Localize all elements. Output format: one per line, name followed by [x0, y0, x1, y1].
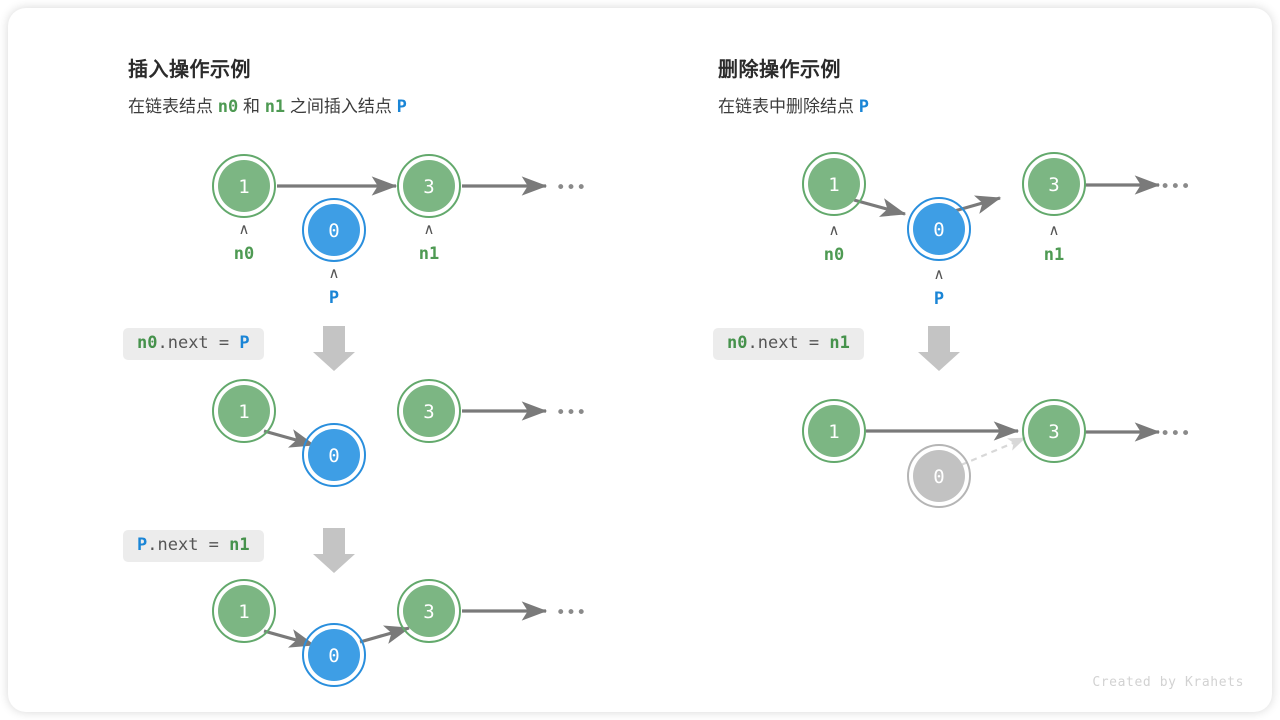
node-p-row2: 0	[302, 423, 366, 487]
panel-insert-title: 插入操作示例	[128, 59, 251, 81]
node-value: 0	[933, 466, 944, 488]
node-value: 0	[328, 220, 339, 242]
subtitle-token-p: P	[858, 97, 869, 117]
code-step-insert-1: n0.next = P	[123, 328, 264, 360]
node-n1-row2: 3	[1022, 399, 1086, 463]
down-arrow-delete-1	[918, 326, 960, 371]
node-value: 1	[828, 174, 839, 196]
ellipsis-row2: •••	[1160, 424, 1191, 444]
code-token-n1: n1	[229, 535, 250, 555]
pointer-label-p-row1: P	[329, 288, 339, 308]
diagram-card: 插入操作示例 在链表结点 n0 和 n1 之间插入结点 P n0.next = …	[8, 8, 1272, 712]
node-value: 1	[828, 421, 839, 443]
subtitle-text-2: 和	[242, 97, 260, 116]
subtitle-token-p: P	[396, 97, 407, 117]
node-value: 0	[933, 219, 944, 241]
code-token-next-eq: .next =	[747, 333, 830, 353]
node-value: 1	[238, 176, 249, 198]
pointer-label-n0-row1: n0	[824, 245, 844, 265]
subtitle-text-3: 之间插入结点	[289, 97, 392, 116]
node-value: 3	[1048, 421, 1059, 443]
ellipsis-row3: •••	[556, 603, 587, 623]
pointer-label-n1-row1: n1	[419, 244, 439, 264]
node-n0-row3: 1	[212, 579, 276, 643]
subtitle-text-1: 在链表中删除结点	[718, 97, 854, 116]
caret-p-row1: ∧	[329, 264, 340, 282]
node-value: 1	[238, 601, 249, 623]
node-p-row1: 0	[302, 198, 366, 262]
node-n1-row1: 3	[1022, 152, 1086, 216]
code-step-insert-2: P.next = n1	[123, 530, 264, 562]
pointer-label-n0-row1: n0	[234, 244, 254, 264]
node-value: 0	[328, 645, 339, 667]
code-token-p2: P	[137, 535, 148, 555]
node-n1-row1: 3	[397, 154, 461, 218]
node-p-row1: 0	[907, 197, 971, 261]
node-value: 3	[1048, 174, 1059, 196]
caret-n1-row1: ∧	[424, 220, 435, 238]
code-token-n1: n1	[829, 333, 850, 353]
node-n0-row1: 1	[802, 152, 866, 216]
ellipsis-row2: •••	[556, 403, 587, 423]
arrow-n0-to-p-row1	[853, 198, 907, 217]
node-value: 0	[328, 445, 339, 467]
node-value: 3	[423, 601, 434, 623]
panel-delete: 删除操作示例 在链表中删除结点 P n0.next = n1 ••• 1 ∧ n…	[640, 8, 1272, 712]
down-arrow-insert-2	[313, 528, 355, 573]
caret-n0-row1: ∧	[829, 221, 840, 239]
panel-insert: 插入操作示例 在链表结点 n0 和 n1 之间插入结点 P n0.next = …	[8, 8, 640, 712]
node-n1-row2: 3	[397, 379, 461, 443]
down-arrow-insert-1	[313, 326, 355, 371]
panel-delete-title: 删除操作示例	[718, 59, 841, 81]
arrow-p-to-n1-row1	[950, 195, 1002, 214]
delete-diagram-svg: ••• 1 ∧ n0 0 ∧ P 3 ∧ n1	[802, 152, 1191, 508]
subtitle-text-1: 在链表结点	[128, 97, 213, 116]
code-token-next-eq: .next =	[157, 333, 240, 353]
subtitle-token-n0: n0	[217, 97, 239, 117]
subtitle-token-n1: n1	[264, 97, 286, 117]
node-p-row3: 0	[302, 623, 366, 687]
node-deleted-row2: 0	[907, 444, 971, 508]
code-token-n0: n0	[727, 333, 748, 353]
node-n0-row2: 1	[212, 379, 276, 443]
pointer-label-p-row1: P	[934, 289, 944, 309]
node-n0-row1: 1	[212, 154, 276, 218]
panel-insert-subtitle: 在链表结点 n0 和 n1 之间插入结点 P	[128, 92, 407, 117]
caret-n0-row1: ∧	[239, 220, 250, 238]
node-value: 3	[423, 176, 434, 198]
code-token-next-eq2: .next =	[147, 535, 230, 555]
code-token-p: P	[239, 333, 250, 353]
node-value: 1	[238, 401, 249, 423]
node-n1-row3: 3	[397, 579, 461, 643]
node-n0-row2: 1	[802, 399, 866, 463]
ellipsis-row1: •••	[1160, 177, 1191, 197]
arrow-p-to-n1-row3	[359, 625, 411, 644]
caret-p-row1: ∧	[934, 265, 945, 283]
node-value: 3	[423, 401, 434, 423]
credit-text: Created by Krahets	[1092, 675, 1244, 690]
ellipsis-row1: •••	[556, 178, 587, 198]
pointer-label-n1-row1: n1	[1044, 245, 1064, 265]
arrow-deleted-dashed-row2	[960, 436, 1026, 467]
insert-diagram-svg: ••• 1 ∧ n0 0 ∧ P 3 ∧	[212, 154, 587, 687]
caret-n1-row1: ∧	[1049, 221, 1060, 239]
code-token-n0: n0	[137, 333, 158, 353]
panel-delete-subtitle: 在链表中删除结点 P	[718, 92, 869, 117]
code-step-delete-1: n0.next = n1	[713, 328, 864, 360]
